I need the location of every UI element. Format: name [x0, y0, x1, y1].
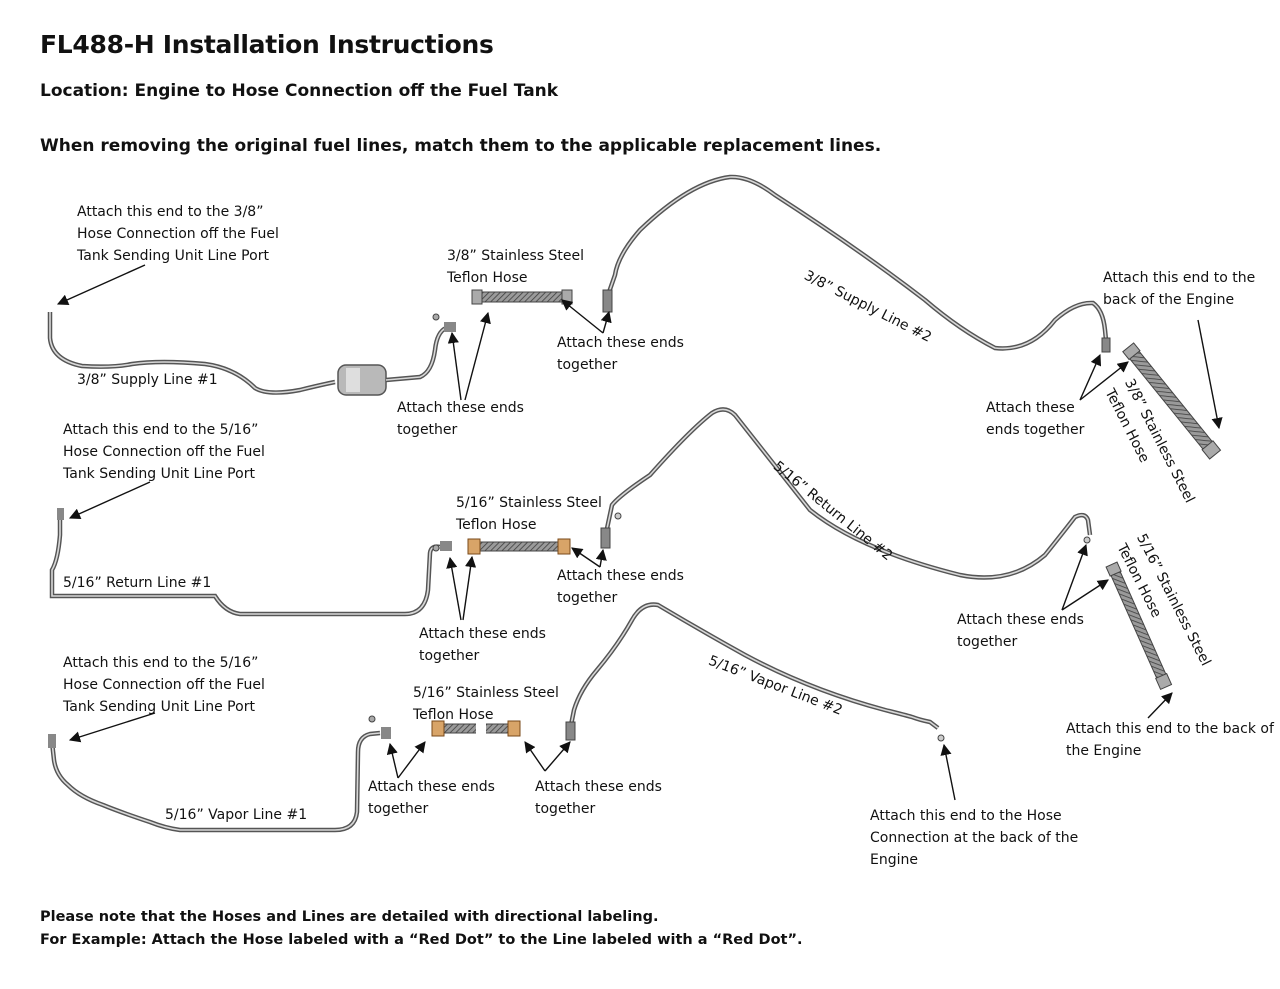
label-tank-516-return: Attach this end to the 5/16”Hose Connect…	[63, 422, 265, 482]
arrow	[447, 331, 462, 401]
footer-note-2: For Example: Attach the Hose labeled wit…	[40, 932, 803, 948]
arrow	[56, 264, 146, 305]
arrow	[386, 742, 399, 779]
hose-516-return-mid	[467, 541, 571, 552]
instruction-text: When removing the original fuel lines, m…	[40, 136, 882, 156]
arrow	[397, 741, 426, 779]
arrow	[524, 741, 546, 772]
label-tank-38: Attach this end to the 3/8”Hose Connecti…	[77, 204, 279, 264]
location-subtitle: Location: Engine to Hose Connection off …	[40, 81, 559, 101]
label-vapor-line-1: 5/16” Vapor Line #1	[165, 807, 308, 823]
arrow	[571, 547, 601, 568]
arrow	[561, 299, 604, 334]
fuel-filter	[337, 364, 387, 396]
arrow	[464, 311, 491, 401]
hose-38-mid	[471, 291, 573, 303]
arrow	[940, 743, 956, 801]
arrow	[1079, 353, 1102, 401]
arrow	[595, 548, 607, 568]
arrow	[68, 712, 156, 743]
label-tank-516-vapor: Attach this end to the 5/16”Hose Connect…	[63, 655, 265, 715]
return-line-1	[49, 515, 441, 617]
arrow	[1147, 692, 1173, 719]
arrow	[1061, 543, 1088, 611]
label-return-line-1: 5/16” Return Line #1	[63, 575, 212, 591]
page-title: FL488-H Installation Instructions	[40, 30, 494, 59]
arrow	[1079, 361, 1129, 401]
arrow	[68, 481, 151, 519]
arrow	[600, 310, 612, 334]
label-supply-line-1: 3/8” Supply Line #1	[77, 372, 218, 388]
arrow	[1197, 319, 1223, 430]
arrow	[544, 741, 571, 772]
supply-line-2	[604, 174, 1109, 351]
arrow	[462, 555, 477, 621]
arrow	[446, 556, 462, 621]
arrow	[1061, 579, 1109, 611]
footer-note-1: Please note that the Hoses and Lines are…	[40, 909, 659, 925]
